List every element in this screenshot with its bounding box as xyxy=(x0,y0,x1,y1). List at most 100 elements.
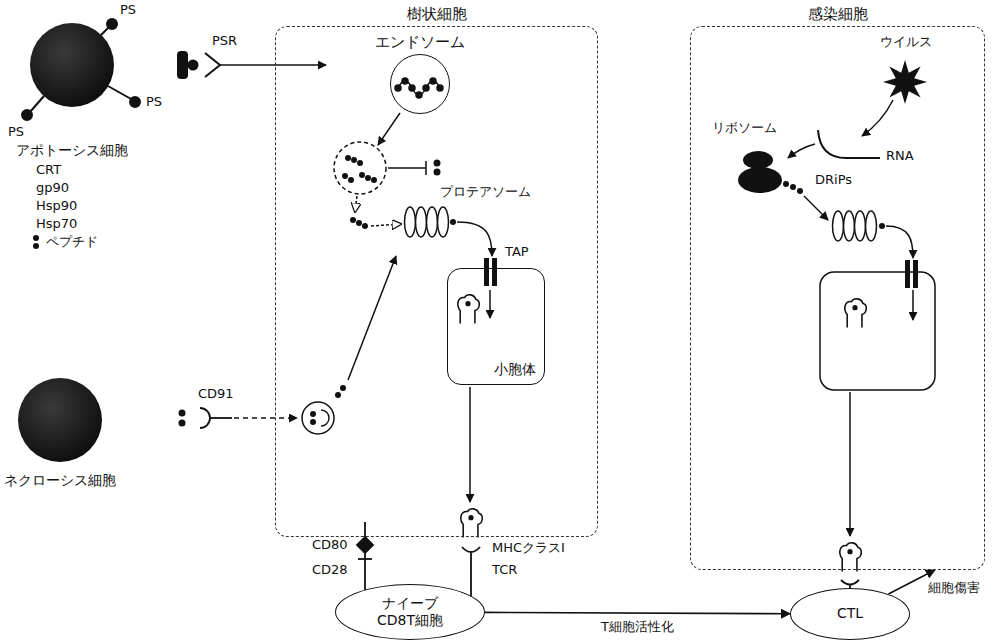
endosome: エンドソーム xyxy=(390,54,450,114)
endosome-peptide xyxy=(437,85,443,91)
ribosome-symbol xyxy=(743,151,773,169)
ps-ligand xyxy=(108,86,131,99)
infection-pathway xyxy=(788,100,935,589)
cd91-receptor xyxy=(310,411,316,417)
tap-transporter xyxy=(484,258,489,286)
endosome-peptide xyxy=(423,85,429,91)
surface-receptors xyxy=(357,537,373,553)
proteasome-symbol xyxy=(866,211,877,241)
processing-arrows xyxy=(334,113,492,502)
edge-label: T細胞活性化 xyxy=(599,619,676,635)
part-label: TCR xyxy=(492,562,517,578)
tap-transporter xyxy=(484,258,497,286)
cell-label: 感染細胞 xyxy=(808,5,868,24)
part-label: PS xyxy=(120,2,136,18)
processing-arrows xyxy=(457,222,492,256)
processing-arrows xyxy=(334,142,386,194)
peptide-fragments xyxy=(348,177,354,183)
ctl-cell: CTL xyxy=(790,588,910,640)
part-label: CD91 xyxy=(198,386,234,402)
proteasome-symbol xyxy=(416,207,427,237)
endosome-peptide xyxy=(395,78,443,98)
endosome-peptide xyxy=(409,85,415,91)
ps-ligand xyxy=(22,19,140,120)
cell-label: CTL xyxy=(837,605,863,623)
cd91-receptor xyxy=(321,410,329,426)
psr-receptor xyxy=(220,64,326,66)
endosome-peptide xyxy=(395,85,401,91)
cell-label: アポトーシス細胞 xyxy=(16,142,128,160)
proteasome-symbol xyxy=(427,207,438,237)
peptide-fragments xyxy=(359,172,365,178)
peptide-fragments xyxy=(434,169,441,176)
proteasome-symbol xyxy=(833,211,877,241)
cell-label: ネクローシス細胞 xyxy=(4,472,116,490)
infection-pathway xyxy=(912,290,914,320)
infection-pathway xyxy=(804,196,828,220)
surface-receptors xyxy=(364,522,366,537)
mhc-molecule xyxy=(458,295,482,538)
ps-ligand xyxy=(30,96,44,112)
part-label: PS xyxy=(146,94,162,110)
part-label: ペプチド xyxy=(46,234,98,250)
peptide-icon xyxy=(33,243,39,249)
peptide-fragments xyxy=(342,173,348,179)
cd91-receptor xyxy=(210,417,232,419)
virus-symbol xyxy=(883,60,927,104)
peptide-fragments xyxy=(434,160,441,167)
peptide-fragments xyxy=(357,160,363,166)
part-label: MHCクラスⅠ xyxy=(492,540,565,556)
proteasome-symbol xyxy=(405,207,416,237)
peptide-fragments xyxy=(371,177,377,183)
tap-transporter xyxy=(905,260,918,288)
naive-t-cell: ナイーブ CD8T細胞 xyxy=(335,584,485,640)
peptide-fragments xyxy=(365,175,371,181)
cd91-receptor xyxy=(200,408,210,428)
endosome-peptide xyxy=(416,92,422,98)
proteasome-symbol xyxy=(405,207,449,237)
processing-arrows xyxy=(489,290,491,318)
edge-label: 細胞傷害 xyxy=(926,580,982,596)
psr-receptor xyxy=(178,52,187,78)
processing-arrows xyxy=(348,256,396,380)
infection-pathway xyxy=(849,392,851,536)
part-label: CRT xyxy=(36,162,61,178)
arrow-connector xyxy=(485,612,790,613)
peptide-fragments xyxy=(335,392,341,398)
ps-ligand xyxy=(130,97,140,107)
part-label: DRiPs xyxy=(815,172,852,188)
surface-receptors xyxy=(462,547,480,552)
mhc-molecule xyxy=(845,299,866,328)
ps-ligand xyxy=(22,110,32,120)
infection-pathway xyxy=(886,226,913,258)
processing-arrows xyxy=(425,161,427,175)
infection-pathway xyxy=(788,144,815,158)
part-label: Hsp90 xyxy=(36,198,77,214)
part-label: TAP xyxy=(505,244,529,260)
part-label: RNA xyxy=(886,148,914,164)
part-label: CD28 xyxy=(312,562,348,578)
cd91-receptor xyxy=(179,420,186,427)
proteasome-symbol xyxy=(833,211,844,241)
apoptotic-cell: アポトーシス細胞 xyxy=(30,23,114,107)
proteasome-symbol xyxy=(855,211,866,241)
infection-pathway xyxy=(862,100,893,136)
peptide-icon xyxy=(33,235,39,241)
ribosome-symbol xyxy=(738,167,782,193)
tap-transporter xyxy=(492,258,497,286)
processing-arrows xyxy=(469,387,471,502)
peptide-icon xyxy=(33,235,39,249)
psr-receptor xyxy=(205,53,220,77)
cell-label: エンドソーム xyxy=(375,33,465,52)
cd91-receptor xyxy=(310,419,316,425)
endosome-peptide xyxy=(430,78,436,84)
infection-pathway xyxy=(820,272,935,390)
part-label: CD80 xyxy=(312,537,348,553)
tap-transporter xyxy=(913,260,918,288)
peptide-fragments xyxy=(335,155,456,398)
ps-ligand xyxy=(107,19,117,29)
cd91-receptor xyxy=(234,417,297,419)
psr-receptor xyxy=(178,52,326,78)
proteasome-symbol xyxy=(844,211,855,241)
